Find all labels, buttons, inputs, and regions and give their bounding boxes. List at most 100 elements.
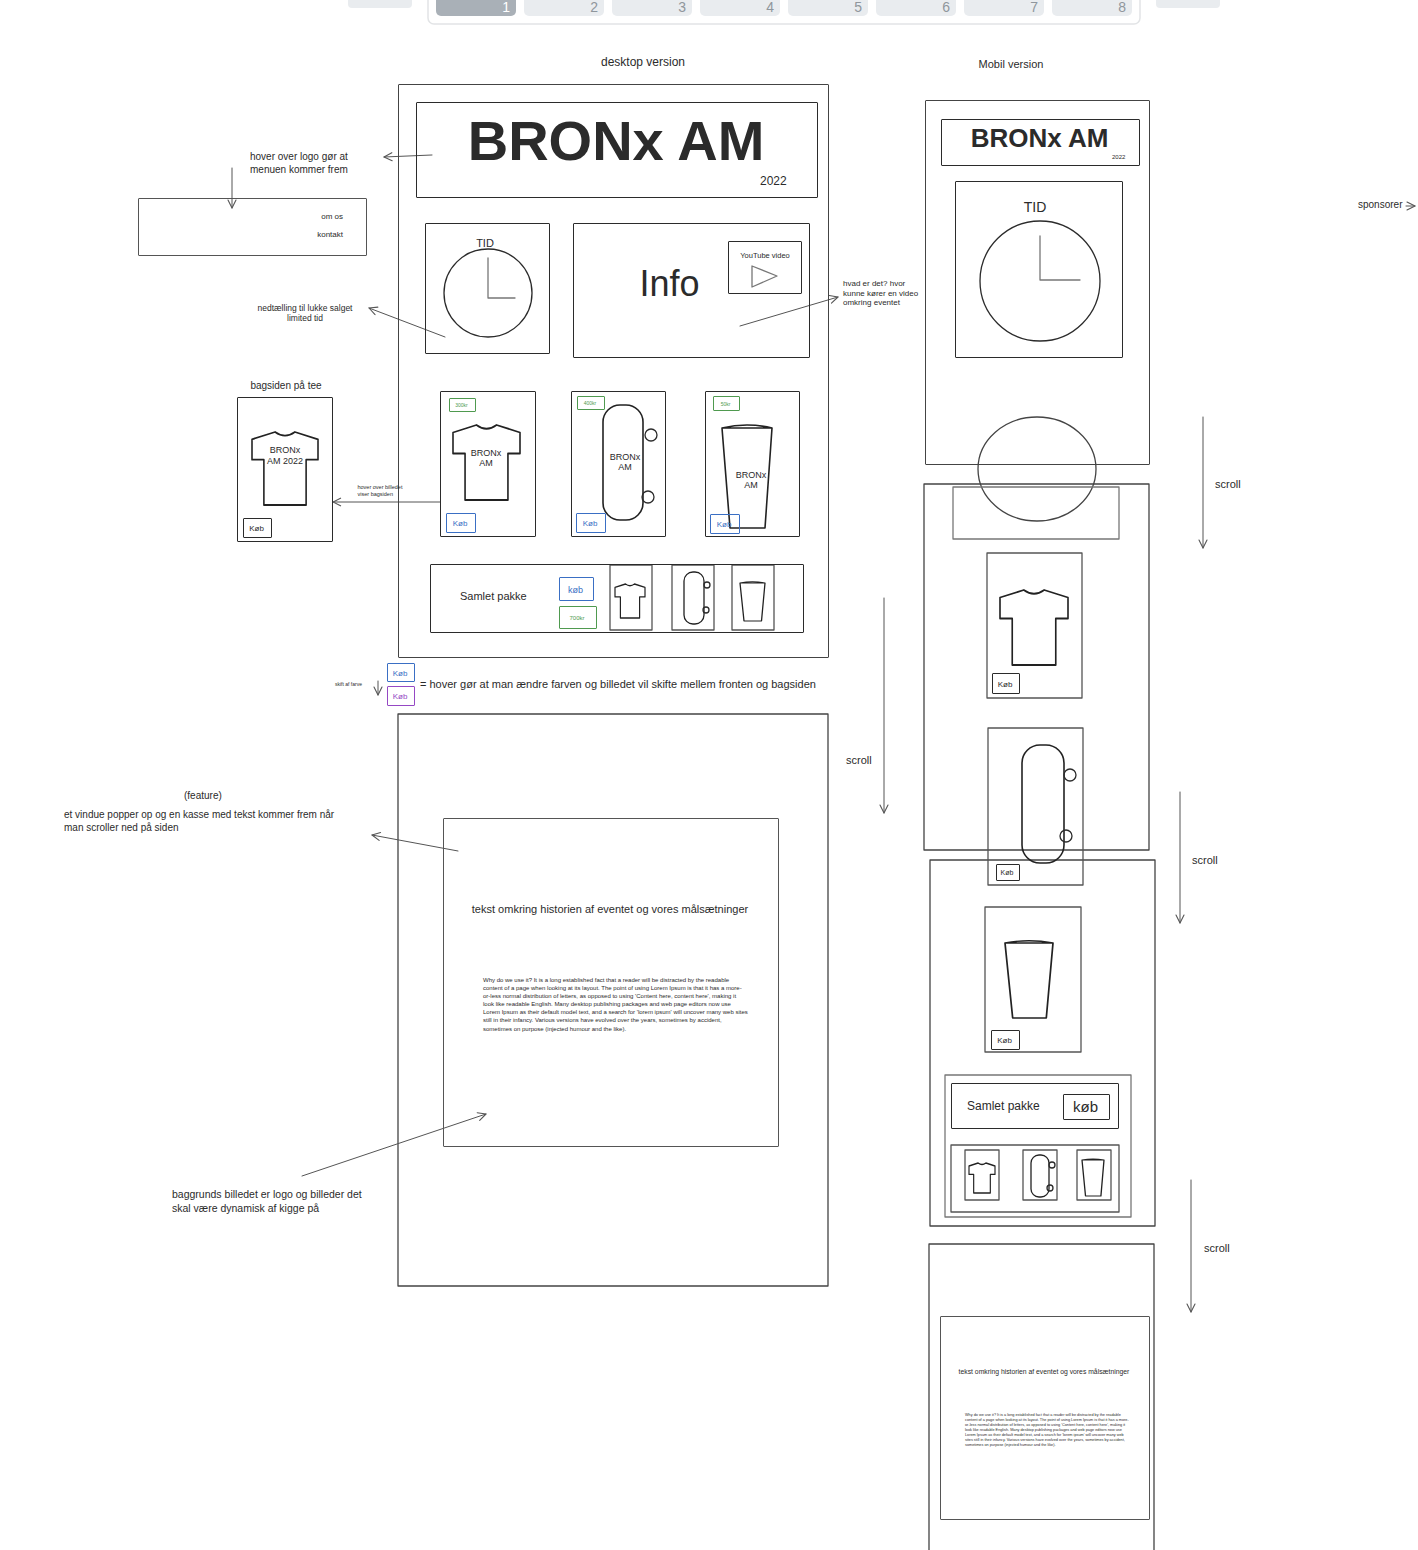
sketch-use — [740, 582, 765, 621]
sketch-rect — [732, 565, 774, 630]
button-text: Køb — [993, 680, 1017, 689]
print-text: BRONx AM — [729, 470, 773, 491]
sketch-rect — [951, 1145, 1119, 1212]
annotation-text: nedtælling til lukke salget limited tid — [245, 303, 365, 323]
sketch-rect — [348, 0, 412, 8]
sketch-path — [1406, 206, 1415, 207]
annotation-text: skift af farve — [335, 681, 362, 687]
print-text: BRONx AM — [464, 448, 508, 469]
edge-label: hover over billedet viser bagsiden — [358, 484, 416, 498]
print-text: BRONx AM — [605, 452, 645, 473]
timer-box: TID — [425, 223, 550, 354]
sketch-use — [722, 425, 772, 528]
tab-number: 3 — [616, 0, 686, 14]
tab-number: 4 — [704, 0, 774, 14]
sketch-path — [752, 266, 777, 287]
button-box: 700kr — [559, 606, 597, 629]
button-box: Køb — [710, 514, 740, 534]
sketch-rect — [985, 907, 1081, 1052]
annotation-text: scroll — [1192, 854, 1218, 867]
button-box: Køb — [446, 513, 476, 533]
button-box: 300kr — [449, 398, 476, 412]
bundle-box: Samlet pakkekøb — [951, 1083, 1119, 1129]
button-text: Køb — [447, 519, 473, 528]
button-box: køb — [559, 577, 594, 601]
mobile-frame: Mobil versionBRONx AM2022TID — [925, 100, 1150, 465]
sketch-path — [384, 155, 432, 157]
button-box: 400kr — [577, 396, 605, 410]
timer-label: TID — [460, 237, 510, 250]
bundle-box: Samlet pakkekøb700kr — [430, 564, 804, 633]
panel-heading: tekst omkring historien af eventet og vo… — [941, 1368, 1147, 1376]
sketch-rect — [924, 484, 1149, 850]
sketch-rect — [1156, 0, 1220, 8]
sketch-circle — [1049, 1162, 1055, 1168]
sketch-use — [453, 425, 520, 500]
sketch-rect — [953, 487, 1119, 539]
sketch-circle — [1060, 830, 1072, 842]
button-text: køb — [560, 585, 591, 595]
annotation-text: baggrunds billedet er logo og billeder d… — [172, 1188, 377, 1215]
sketch-circle — [1064, 769, 1076, 781]
frame-heading: Mobil version — [961, 58, 1061, 71]
print-text: BRONx AM 2022 — [264, 445, 306, 468]
menu-item: om os — [291, 212, 343, 222]
text-panel: tekst omkring historien af eventet og vo… — [940, 1316, 1150, 1520]
sketch-path — [369, 308, 445, 337]
page-tab: 6 — [876, 0, 956, 16]
annotation-text: (feature) — [184, 790, 222, 802]
tab-number: 2 — [528, 0, 598, 14]
desktop-frame: desktop versionBRONx AM2022TIDInfoYouTub… — [398, 84, 829, 658]
sketch-rect — [988, 728, 1083, 885]
sketch-rect — [672, 565, 714, 630]
sketch-rect — [1023, 1150, 1057, 1200]
sketch-use — [969, 1163, 995, 1193]
sketch-path — [372, 835, 458, 851]
button-text: Køb — [711, 520, 737, 529]
sketch-rect — [428, 0, 1140, 24]
card-heading: bagsiden på tee — [233, 380, 339, 392]
sketch-ellipse — [978, 417, 1096, 521]
sketch-rect — [1077, 1150, 1111, 1200]
text-panel: tekst omkring historien af eventet og vo… — [443, 818, 779, 1147]
sketch-circle — [703, 607, 709, 613]
year-text: 2022 — [760, 174, 798, 188]
page-tab: 1 — [436, 0, 516, 16]
menu-box: om os kontakt — [138, 198, 367, 256]
sketch-path — [1191, 1180, 1192, 1312]
logo-text: BRONx AM — [417, 110, 815, 172]
sketch-rect — [684, 572, 704, 624]
sketch-rect — [1022, 745, 1064, 863]
sketch-path — [884, 598, 885, 813]
panel-heading: tekst omkring historien af eventet og vo… — [444, 903, 776, 916]
tab-number: 5 — [792, 0, 862, 14]
frame-heading: desktop version — [561, 55, 725, 69]
body-text: Why do we use it? It is a long establish… — [483, 976, 748, 1033]
sketch-use — [252, 432, 318, 505]
video-label: YouTube video — [731, 251, 799, 260]
menu-item: kontakt — [291, 230, 343, 240]
sketch-use — [1082, 1159, 1104, 1196]
annotation-text: scroll — [846, 754, 872, 767]
button-text: Køb — [997, 869, 1017, 877]
logo-header: BRONx AM2022 — [941, 119, 1140, 166]
sketch-circle — [980, 221, 1100, 341]
button-text: Køb — [388, 692, 412, 701]
button-text: Køb — [992, 1036, 1017, 1045]
body-text: Why do we use it? It is a long establish… — [965, 1413, 1130, 1447]
sketch-rect — [945, 1075, 1131, 1217]
sketch-use — [1005, 941, 1053, 1018]
sketch-path — [740, 297, 838, 326]
page-tab: 2 — [524, 0, 604, 16]
sketch-circle — [642, 491, 654, 503]
info-box: InfoYouTube video — [573, 223, 810, 358]
button-text: køb — [1064, 1098, 1107, 1115]
button-box: Køb — [387, 663, 415, 682]
page-tab: 7 — [964, 0, 1044, 16]
button-text: Køb — [388, 669, 412, 678]
sketch-path — [232, 168, 233, 208]
sketch-rect — [930, 860, 1155, 1226]
tab-number: 6 — [880, 0, 950, 14]
